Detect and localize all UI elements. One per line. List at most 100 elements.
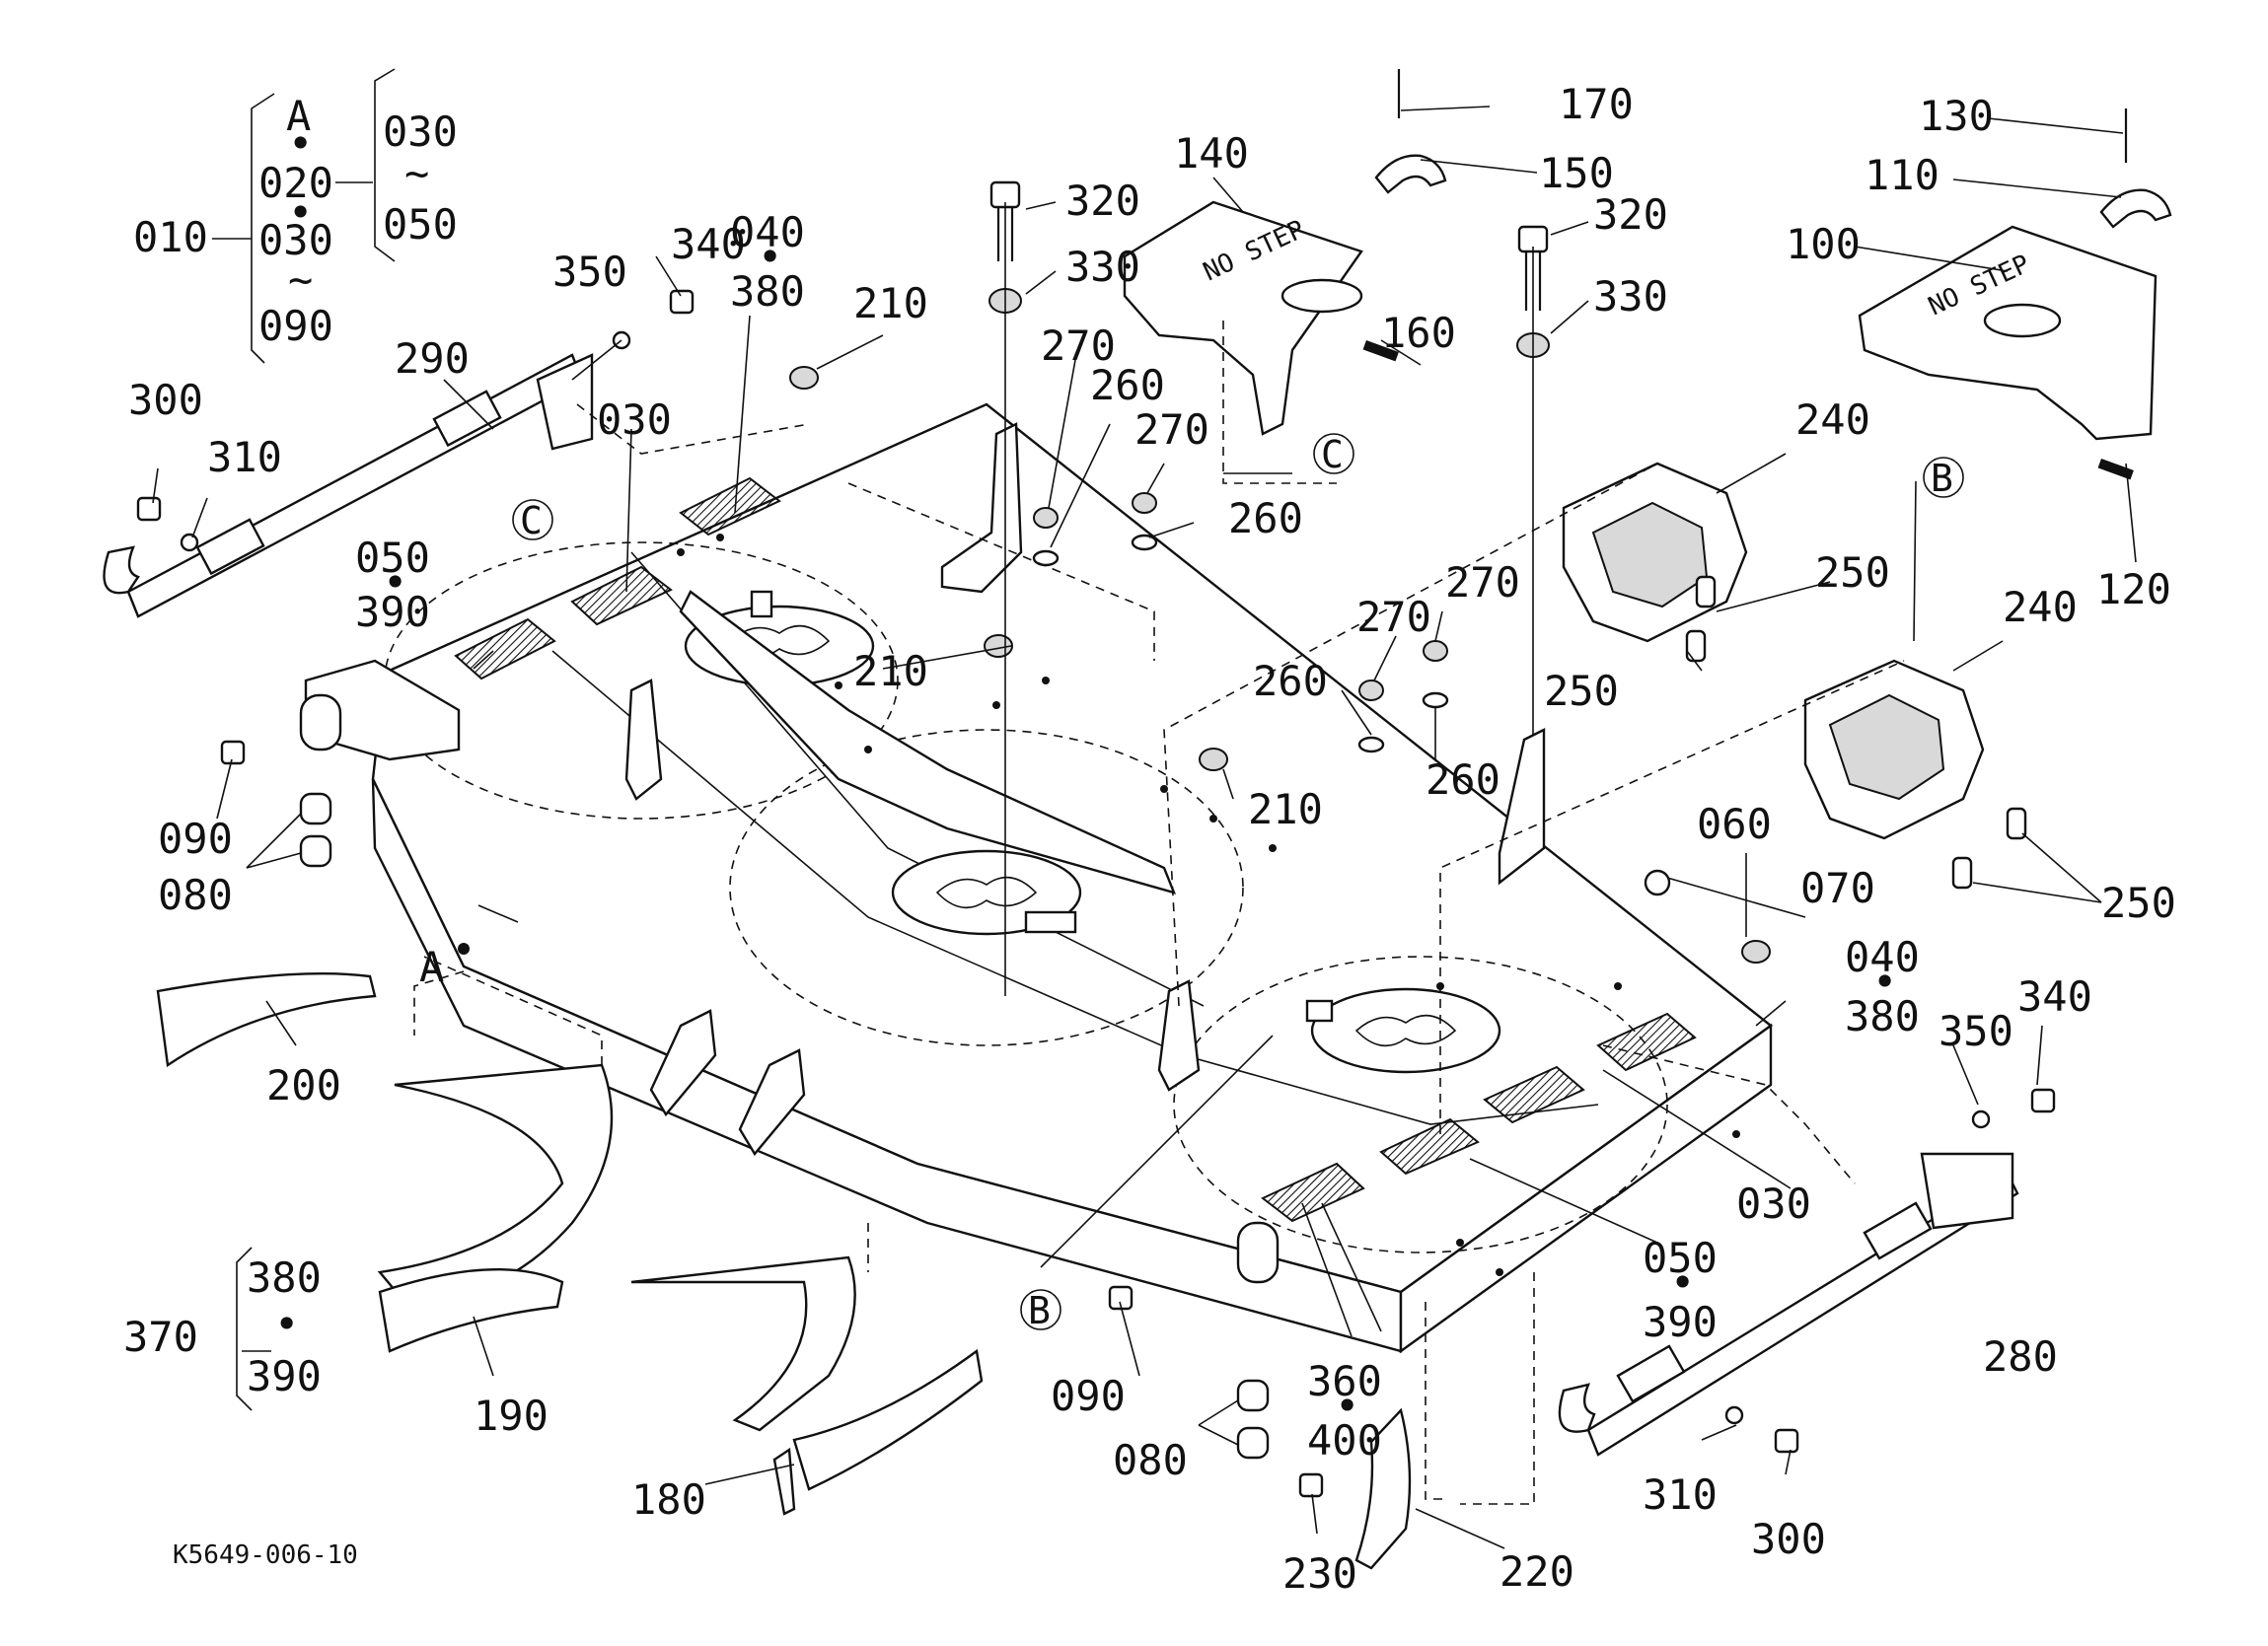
callout-350-b: 350	[552, 248, 627, 296]
baffle-200	[156, 971, 377, 1068]
callout-030-b: 030	[383, 107, 458, 156]
callout-080-a: 080	[158, 871, 233, 919]
callout-030-d: 030	[597, 395, 672, 444]
callout-050-c: 050	[355, 534, 430, 582]
callout-140: 140	[1174, 129, 1249, 178]
callout-170: 170	[1559, 80, 1634, 128]
belt-cover-left: NO STEP	[1123, 200, 1399, 436]
callout-260-a: 260	[1090, 361, 1165, 409]
callout-090-b: 090	[158, 815, 233, 863]
callout-070: 070	[1800, 864, 1875, 912]
dot-1: •	[288, 119, 313, 168]
callout-330-a: 330	[1065, 243, 1140, 291]
callout-240-b: 240	[2003, 583, 2078, 631]
dot-8: •	[1335, 1382, 1359, 1430]
rear-bumper-290	[103, 353, 594, 618]
callout-010: 010	[133, 213, 208, 261]
callout-270-d: 270	[1445, 558, 1520, 607]
callout-080-b: 080	[1113, 1436, 1188, 1484]
callout-340-b: 340	[671, 220, 746, 268]
spindle-center	[891, 849, 1082, 936]
tilde-2: ~	[404, 149, 429, 197]
callout-260-c: 260	[1253, 657, 1328, 705]
dot-2: •	[288, 188, 313, 237]
callout-190: 190	[474, 1392, 549, 1440]
callout-260-b: 260	[1228, 494, 1303, 542]
callout-360: 360	[1307, 1357, 1382, 1405]
ref-letter-c-left: C	[520, 499, 543, 542]
callout-060: 060	[1697, 800, 1772, 848]
spindle-right	[1305, 987, 1501, 1074]
deck-holes	[677, 534, 1740, 1276]
ref-letter-b-bottom: B	[1028, 1289, 1051, 1332]
callout-210-c: 210	[1248, 785, 1323, 833]
callout-320-b: 320	[1593, 190, 1668, 239]
figure-caption: K5649-006-10	[173, 1540, 358, 1570]
assembly-lines	[413, 202, 1905, 1505]
callout-270-b: 270	[1134, 405, 1209, 454]
tilde-1: ~	[288, 255, 313, 304]
ref-letter-b-right: B	[1931, 457, 1953, 500]
belt-cover-right: NO STEP	[1858, 225, 2158, 480]
lift-arms	[624, 422, 1546, 1157]
bracket-240-lower	[1803, 659, 1985, 840]
callout-160: 160	[1381, 309, 1456, 357]
callout-130: 130	[1919, 92, 1994, 140]
bracket-240-upper	[1562, 462, 1748, 643]
deck-decals	[454, 476, 1697, 1223]
callout-310-b: 310	[207, 433, 282, 481]
callout-380-c: 380	[247, 1253, 322, 1302]
callout-090-c: 090	[1051, 1372, 1126, 1420]
callout-020: 020	[258, 159, 333, 207]
callout-110: 110	[1865, 151, 1939, 199]
callout-290: 290	[395, 334, 470, 383]
deck-body	[371, 402, 1773, 1354]
callout-350-a: 350	[1939, 1007, 2013, 1055]
callout-030-a: 030	[258, 216, 333, 264]
callout-270-c: 270	[1356, 593, 1431, 641]
option-brackets	[212, 68, 396, 1411]
callout-320-a: 320	[1065, 177, 1140, 225]
callout-260-d: 260	[1426, 755, 1500, 804]
dot-5: •	[758, 233, 782, 281]
callout-250-b: 250	[1544, 667, 1619, 715]
front-bumper-280	[1558, 1152, 2019, 1457]
callout-220: 220	[1500, 1547, 1574, 1596]
baffle-220	[1354, 1407, 1412, 1570]
baffle-190	[377, 1063, 614, 1353]
callout-280: 280	[1983, 1332, 2058, 1381]
leader-lines	[152, 106, 2137, 1549]
callout-240-a: 240	[1795, 395, 1870, 444]
callout-370: 370	[123, 1313, 198, 1361]
callout-040-a: 040	[1845, 933, 1920, 981]
callout-210-b: 210	[853, 647, 928, 695]
callout-040-b: 040	[730, 208, 805, 256]
callout-180: 180	[631, 1475, 706, 1524]
callout-380-b: 380	[730, 267, 805, 316]
callout-270-a: 270	[1041, 322, 1116, 370]
callout-a-top: A	[286, 92, 311, 140]
callout-300-b: 300	[128, 376, 203, 424]
callout-050-a: 050	[383, 200, 458, 249]
hardware	[136, 180, 2056, 1498]
callout-200: 200	[266, 1061, 341, 1109]
wheel-mounts	[299, 659, 1280, 1460]
callout-050-b: 050	[1643, 1234, 1718, 1282]
pins-clips	[1374, 69, 2172, 229]
dot-7: •	[274, 1300, 299, 1348]
callout-030-c: 030	[1736, 1180, 1811, 1228]
callout-310-a: 310	[1643, 1470, 1718, 1519]
callout-340-a: 340	[2017, 972, 2092, 1021]
reference-letters: C C B B A	[419, 433, 1964, 1332]
ref-letter-c-right: C	[1321, 433, 1344, 476]
callout-390-a: 390	[1643, 1298, 1718, 1346]
callout-330-b: 330	[1593, 272, 1668, 321]
callout-380-a: 380	[1845, 992, 1920, 1040]
callout-230: 230	[1282, 1549, 1357, 1598]
callout-labels: A • 020 • 030 ~ 090 010 030 ~ 050 170 15…	[123, 80, 2176, 1598]
callout-400: 400	[1307, 1416, 1382, 1465]
callout-390-c: 390	[247, 1352, 322, 1400]
callout-150: 150	[1539, 149, 1614, 197]
ref-letter-a: A	[419, 943, 444, 991]
